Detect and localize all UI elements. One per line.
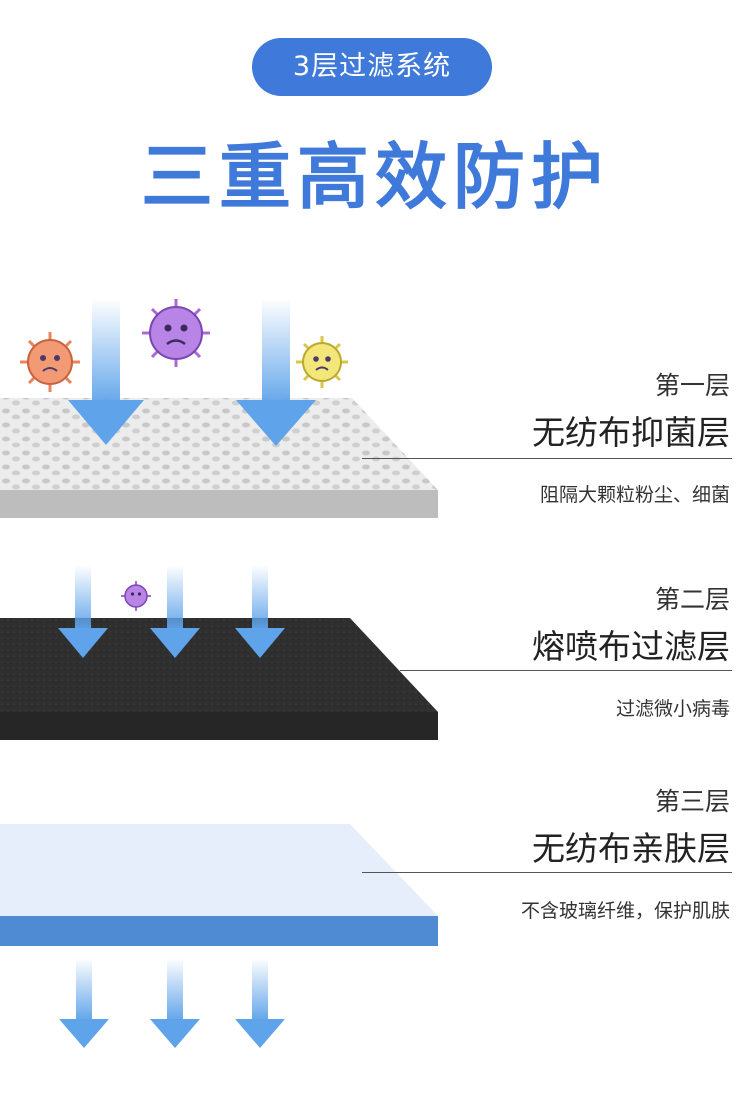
layer-1-number: 第一层 xyxy=(654,371,730,400)
purple-germ-icon xyxy=(142,299,210,367)
down-arrow-icon xyxy=(150,958,200,1048)
down-arrow-icon xyxy=(59,958,109,1048)
layer-1-divider xyxy=(362,458,732,459)
layer-3-info: 第三层 无纺布亲肤层 不含玻璃纤维，保护肌肤 xyxy=(521,782,730,923)
down-arrow-icon xyxy=(68,298,144,445)
down-arrow-icon xyxy=(235,958,285,1048)
small-purple-germ-icon xyxy=(121,581,151,611)
layer-2-divider xyxy=(400,670,732,671)
layer-1-info: 第一层 无纺布抑菌层 阻隔大颗粒粉尘、细菌 xyxy=(532,366,730,507)
yellow-germ-icon xyxy=(296,336,348,388)
filter-system-badge: 3层过滤系统 xyxy=(252,38,492,96)
down-arrow-icon xyxy=(58,565,108,658)
layer-3-fabric xyxy=(0,824,438,946)
layer-1-name: 无纺布抑菌层 xyxy=(532,413,730,452)
layer-3-divider xyxy=(362,872,732,873)
layer-2-fabric xyxy=(0,618,438,740)
layer-2-name: 熔喷布过滤层 xyxy=(532,627,730,666)
down-arrow-icon xyxy=(150,565,200,658)
down-arrow-icon xyxy=(235,565,285,658)
layer-2-info: 第二层 熔喷布过滤层 过滤微小病毒 xyxy=(532,580,730,721)
orange-germ-icon xyxy=(20,332,80,392)
down-arrow-icon xyxy=(236,298,316,446)
layer-1-desc: 阻隔大颗粒粉尘、细菌 xyxy=(539,484,730,506)
layer-3-number: 第三层 xyxy=(654,787,730,816)
layer-2-number: 第二层 xyxy=(654,585,730,614)
layer-2-desc: 过滤微小病毒 xyxy=(615,698,730,720)
layer-3-desc: 不含玻璃纤维，保护肌肤 xyxy=(520,900,730,922)
layer-3-name: 无纺布亲肤层 xyxy=(532,829,730,868)
page-headline: 三重高效防护 xyxy=(140,135,609,219)
